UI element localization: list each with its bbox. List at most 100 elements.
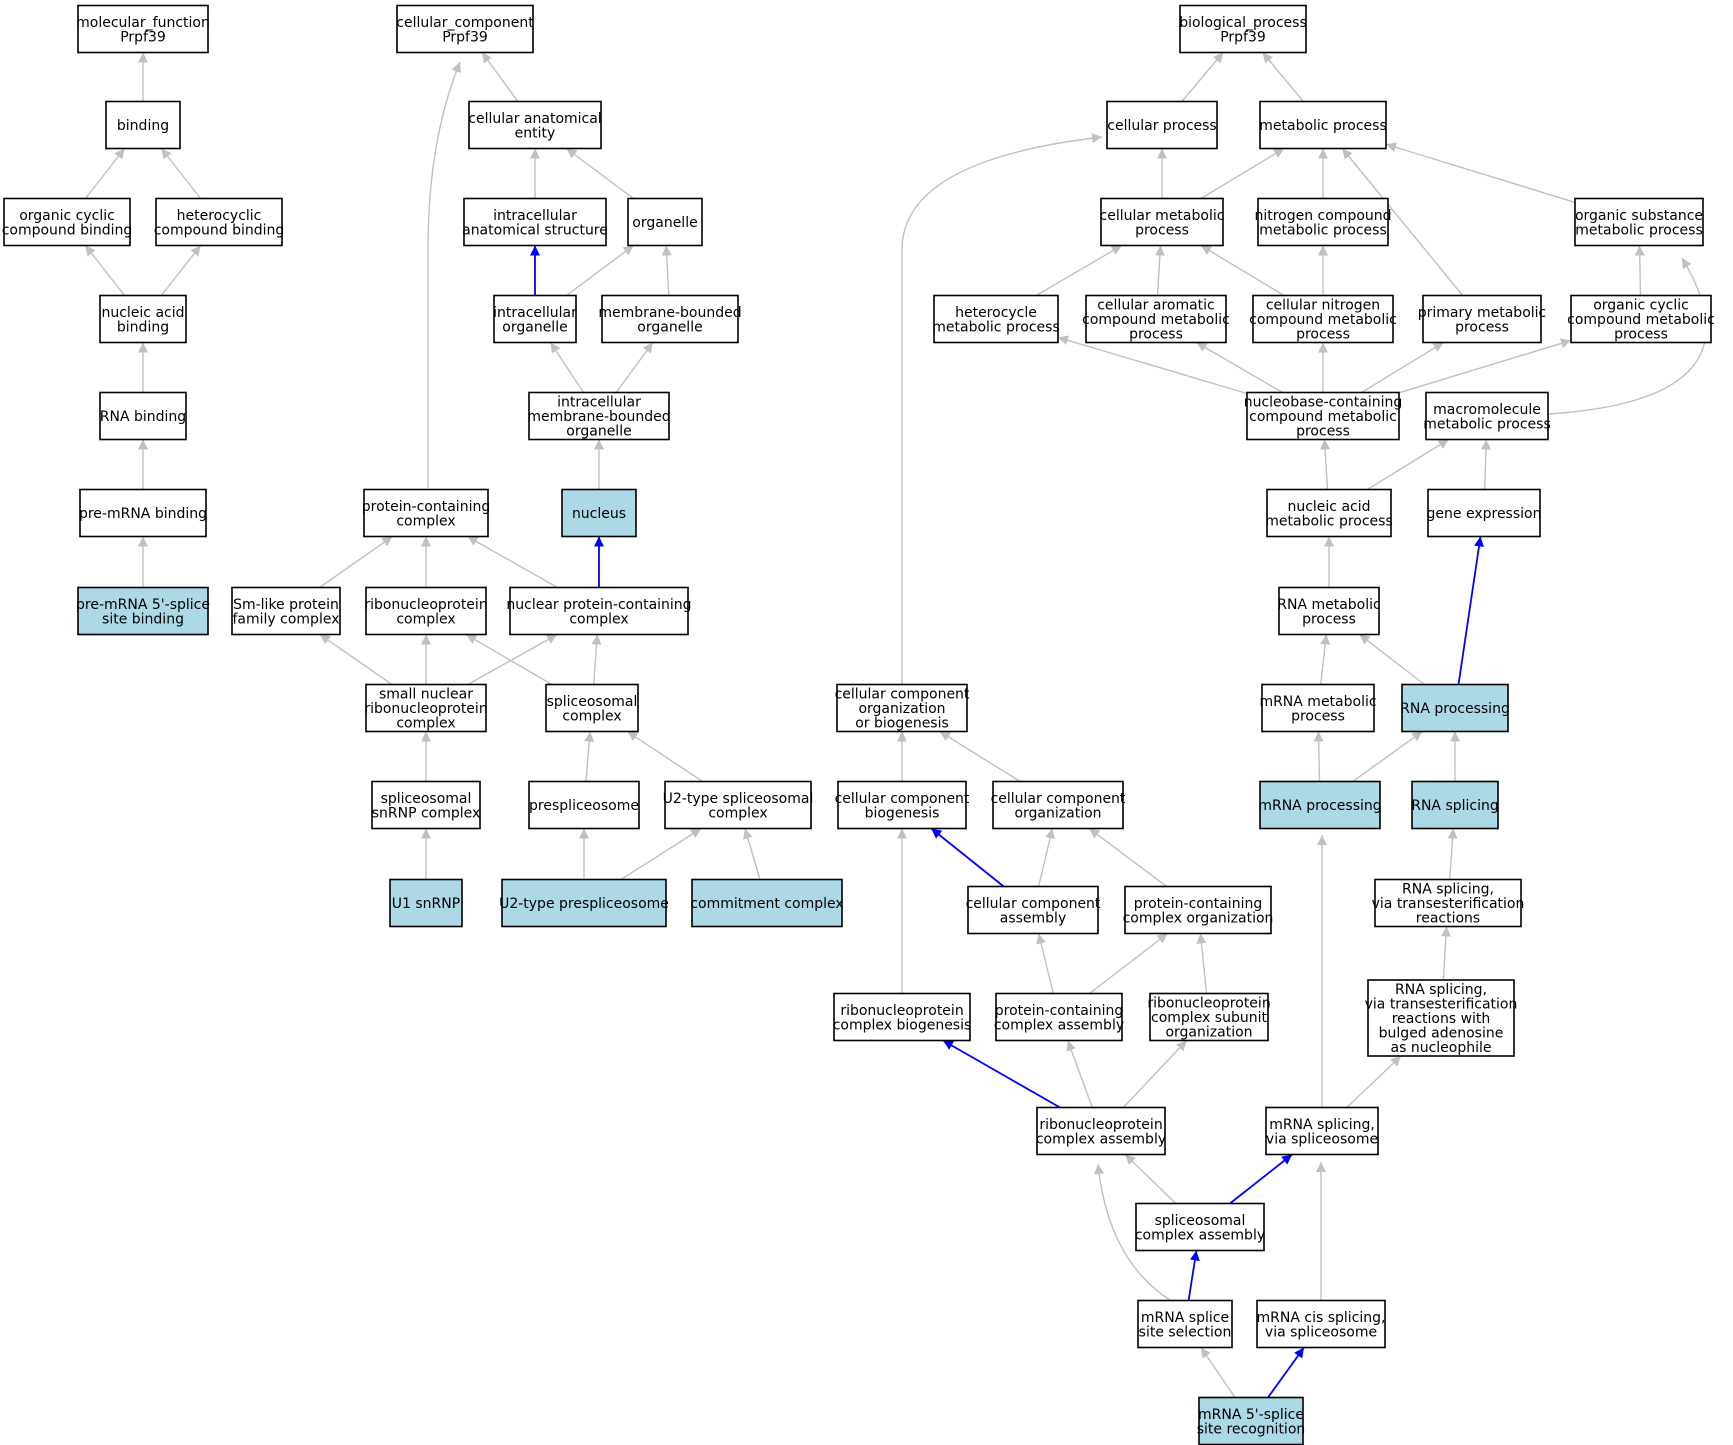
edge-commit-to-u2sc xyxy=(743,828,761,880)
go-term-rnasplb-label: RNA splicing, xyxy=(1395,982,1487,998)
go-term-mrnaspl[interactable]: mRNA splicing,via spliceosome xyxy=(1265,1106,1379,1156)
go-term-occmp-label: process xyxy=(1614,327,1668,343)
go-term-mcis[interactable]: mRNA cis splicing,via spliceosome xyxy=(1256,1299,1386,1349)
go-term-ccob-label: organization xyxy=(858,701,945,717)
go-term-u2sc-label: U2-type spliceosomal xyxy=(663,791,814,807)
go-term-premrnab[interactable]: pre-mRNA binding xyxy=(79,488,207,538)
edge-cae-to-cc xyxy=(481,52,519,102)
go-term-rnaspl[interactable]: RNA splicing xyxy=(1411,780,1499,830)
go-term-hcb-label: heterocyclic xyxy=(177,208,262,224)
go-term-ccob-label: cellular component xyxy=(835,687,970,703)
go-term-cacmp-label: process xyxy=(1129,327,1183,343)
go-term-u1-box xyxy=(389,878,463,928)
go-term-rnab[interactable]: RNA binding xyxy=(99,391,187,441)
edge-spca-to-rnpca xyxy=(1124,1153,1177,1205)
go-term-ssnrnp-label: spliceosomal xyxy=(381,791,472,807)
go-term-ssnrnp-box xyxy=(371,780,481,830)
go-term-u1[interactable]: U1 snRNP xyxy=(389,878,463,928)
go-term-rnpcso-label: ribonucleoprotein xyxy=(1147,996,1270,1012)
go-term-mp-box xyxy=(1259,100,1387,150)
go-term-cmp-label: cellular metabolic xyxy=(1100,208,1225,224)
go-term-binding[interactable]: binding xyxy=(105,100,181,150)
go-term-nucleus[interactable]: nucleus xyxy=(561,488,637,538)
go-term-mf-box xyxy=(77,4,209,54)
go-term-npcc-label: nuclear protein-containing xyxy=(506,597,691,613)
go-term-commit[interactable]: commitment complex xyxy=(690,878,844,928)
go-term-mrnaproc[interactable]: mRNA processing xyxy=(1258,780,1382,830)
edge-hmp-to-cmp xyxy=(1035,244,1123,297)
go-term-u2sc-label: complex xyxy=(708,805,767,821)
go-term-rnaproc[interactable]: RNA processing xyxy=(1400,683,1510,733)
go-term-presp[interactable]: prespliceosome xyxy=(528,780,640,830)
go-term-u2pre[interactable]: U2-type prespliceosome xyxy=(499,878,669,928)
go-term-rnpcso-label: organization xyxy=(1165,1025,1252,1041)
go-term-mp[interactable]: metabolic process xyxy=(1259,100,1387,150)
go-term-rnpcso-box xyxy=(1149,992,1269,1042)
go-term-mss-box xyxy=(1137,1299,1233,1349)
go-term-rnasplt-label: reactions xyxy=(1416,911,1480,927)
go-term-cmp-box xyxy=(1100,197,1224,247)
go-term-pmp-label: primary metabolic xyxy=(1418,305,1547,321)
go-term-rnasplt-label: via transesterification xyxy=(1372,896,1525,912)
go-term-rnasplb[interactable]: RNA splicing,via transesterificationreac… xyxy=(1365,979,1518,1057)
go-term-snrnpc-box xyxy=(365,683,487,733)
go-term-rnasplt[interactable]: RNA splicing,via transesterificationreac… xyxy=(1372,878,1525,928)
go-term-cp[interactable]: cellular process xyxy=(1106,100,1218,150)
go-term-ge[interactable]: gene expression xyxy=(1427,488,1542,538)
go-term-rnasplt-label: RNA splicing, xyxy=(1402,882,1494,898)
edge-rnaproc-to-ge xyxy=(1457,536,1484,685)
edges-layer xyxy=(84,52,1707,1399)
go-term-npcc-box xyxy=(509,586,689,636)
go-term-organelle[interactable]: organelle xyxy=(627,197,703,247)
go-term-cacmp-label: compound metabolic xyxy=(1082,312,1230,328)
go-term-commit-label: commitment complex xyxy=(690,896,843,912)
edge-ge-to-mmp xyxy=(1480,439,1491,490)
go-term-rnpcb-label: complex biogenesis xyxy=(833,1017,972,1033)
